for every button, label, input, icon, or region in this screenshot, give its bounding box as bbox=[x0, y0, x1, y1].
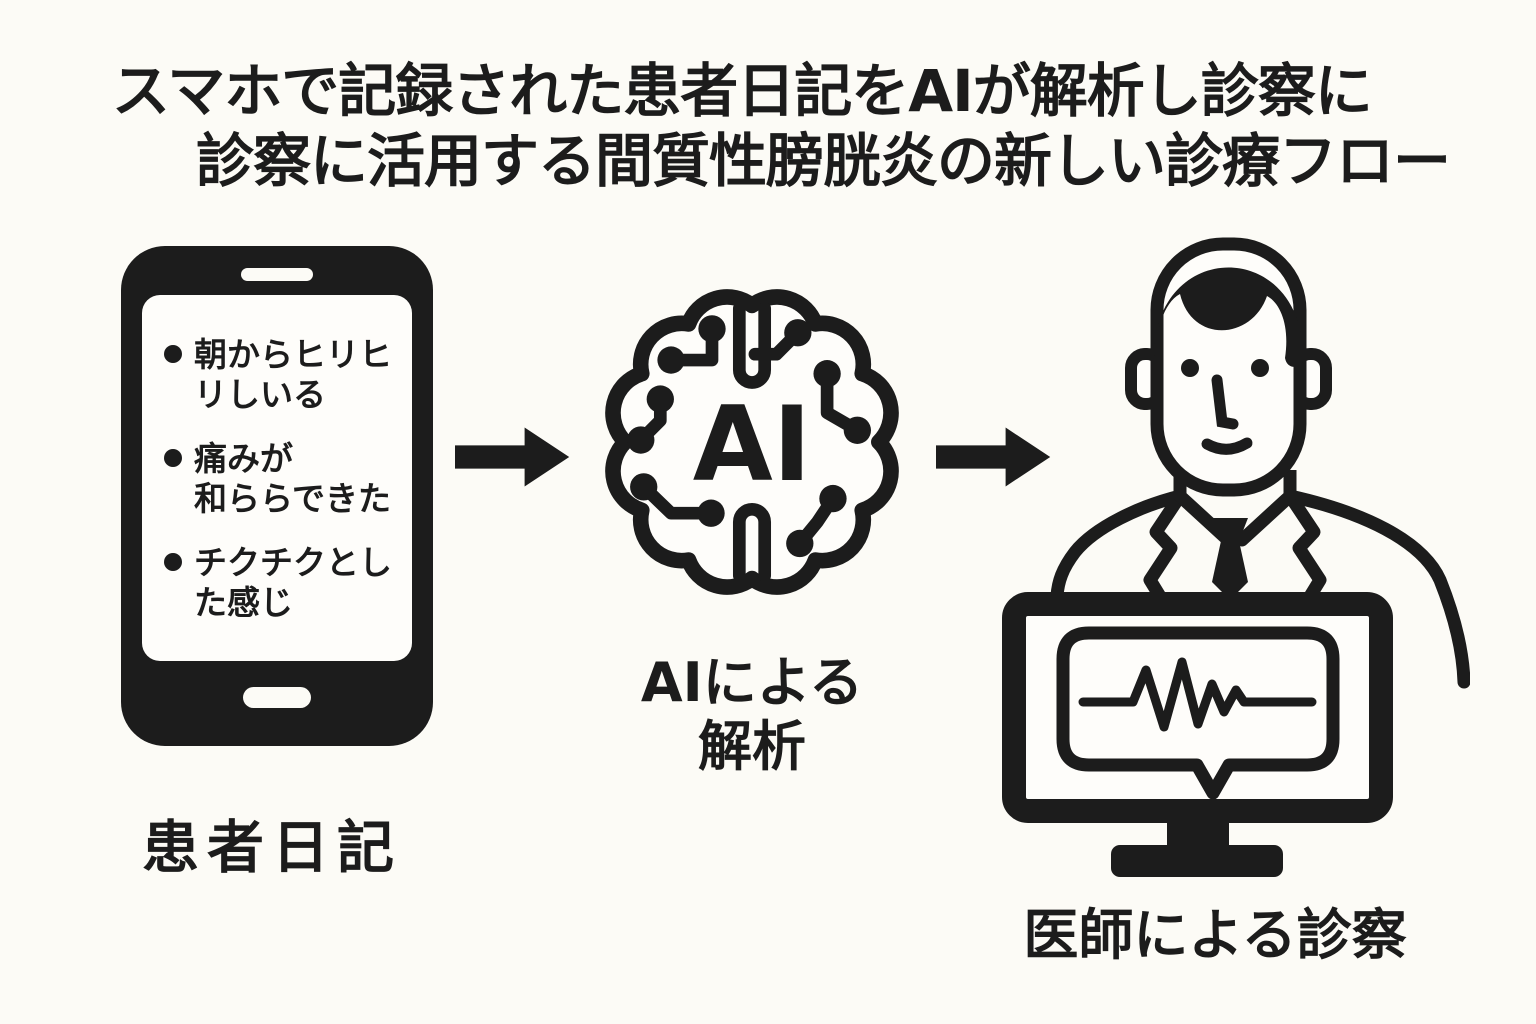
bullet-icon bbox=[164, 449, 182, 468]
circuit-nodes bbox=[627, 315, 872, 558]
doctor-exam-label: 医師による診察 bbox=[1023, 903, 1407, 967]
title-line-1: スマホで記録された患者日記をAIが解析し診察に bbox=[112, 57, 1373, 125]
phone-speaker-slot bbox=[241, 268, 313, 281]
nose bbox=[1211, 374, 1239, 430]
diary-entry: 痛みが 和ららできた bbox=[164, 439, 404, 518]
ecg-waveform bbox=[1078, 657, 1317, 732]
diary-entry-text: 痛みが bbox=[194, 439, 293, 479]
diary-entry-list: 朝からヒリヒ リしいる 痛みが 和ららできた チクチクとし た感じ bbox=[164, 335, 404, 648]
smartphone-icon: 朝からヒリヒ リしいる 痛みが 和ららできた チクチクとし た感じ bbox=[121, 246, 433, 746]
ai-icon-text: AI bbox=[693, 385, 811, 505]
ai-analysis-label-line2: 解析 bbox=[698, 715, 806, 778]
tie bbox=[1212, 541, 1248, 600]
bullet-icon bbox=[164, 345, 182, 363]
ai-analysis-label-line1: AIによる bbox=[640, 651, 864, 714]
diary-entry: 朝からヒリヒ リしいる bbox=[164, 335, 404, 414]
eye bbox=[1251, 359, 1269, 377]
diary-entry: チクチクとし た感じ bbox=[164, 543, 404, 622]
phone-home-button bbox=[243, 687, 311, 708]
phone-screen: 朝からヒリヒ リしいる 痛みが 和ららできた チクチクとし た感じ bbox=[142, 295, 412, 661]
patient-diary-label: 患者日記 bbox=[142, 815, 402, 881]
diary-entry-text: 朝からヒリヒ bbox=[194, 335, 392, 374]
eye bbox=[1181, 359, 1199, 377]
diary-entry-text: リしいる bbox=[194, 374, 326, 414]
mouth bbox=[1201, 437, 1253, 455]
diary-entry-text: チクチクとし bbox=[194, 543, 392, 583]
flow-arrow-icon bbox=[936, 427, 1051, 487]
lapel bbox=[1284, 492, 1327, 602]
hair bbox=[1153, 267, 1304, 367]
lapel bbox=[1143, 492, 1186, 602]
monitor-ecg-speech-bubble-icon bbox=[1002, 592, 1393, 877]
diary-entry-text: 和ららできた bbox=[194, 478, 392, 518]
title-line-2: 診察に活用する間質性膀胱炎の新しい診療フロー bbox=[196, 127, 1451, 195]
bullet-icon bbox=[164, 553, 182, 572]
coat-right-arm bbox=[1283, 489, 1470, 689]
diary-entry-text: た感じ bbox=[194, 582, 293, 622]
doctor-icon bbox=[1002, 237, 1470, 877]
coat-left bbox=[1050, 489, 1187, 603]
flow-arrow-icon bbox=[455, 427, 570, 487]
tie-knot bbox=[1212, 518, 1248, 541]
ai-brain-circuit-icon: AI bbox=[605, 289, 899, 595]
